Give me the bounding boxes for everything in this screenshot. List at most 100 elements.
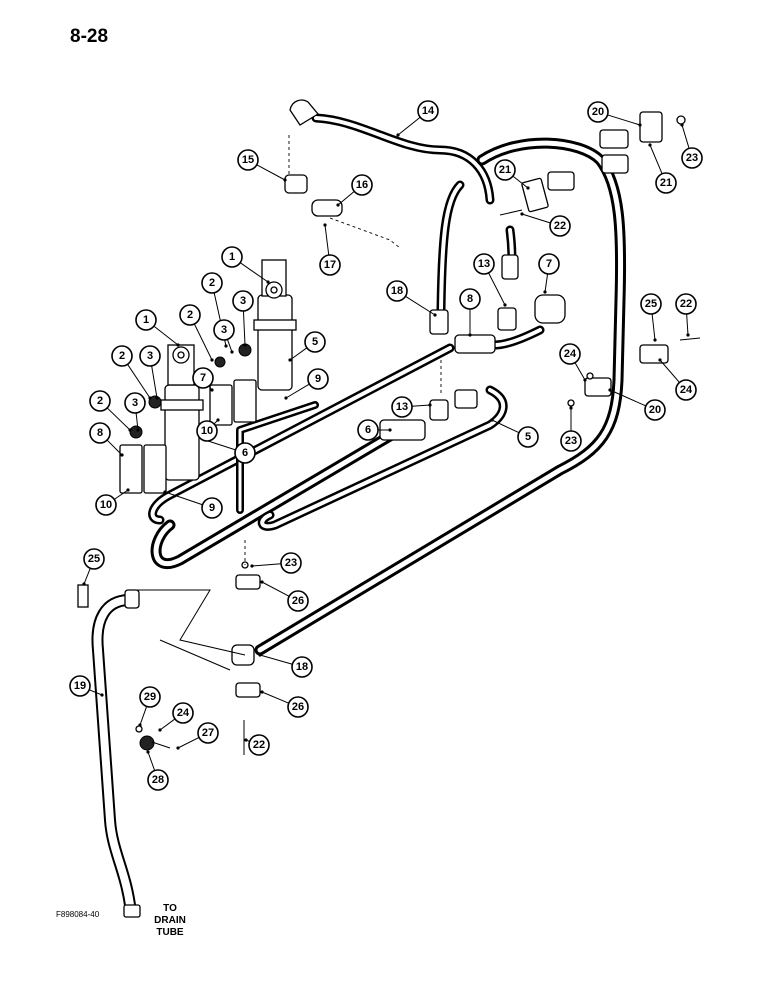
callout-leader-tip (608, 388, 612, 392)
callout-leader-tip (163, 490, 167, 494)
callout-5: 5 (490, 418, 539, 448)
callout-13: 13 (391, 396, 432, 418)
hardware (135, 115, 701, 755)
callout-number: 15 (242, 154, 254, 166)
callout-leader-tip (288, 358, 292, 362)
callout-leader-line (164, 491, 203, 506)
callout-leader-tip (638, 123, 642, 127)
callout-number: 13 (478, 258, 490, 270)
callout-circle (391, 396, 413, 418)
callout-2: 2 (201, 272, 228, 348)
callout-number: 25 (645, 298, 657, 310)
callout-circle (517, 426, 539, 448)
callout-number: 20 (649, 404, 661, 416)
callout-2: 2 (111, 345, 152, 400)
callout-leader-tip (176, 746, 180, 750)
callout-number: 6 (365, 424, 371, 436)
hose-long-1 (148, 343, 455, 525)
callout-13: 13 (473, 253, 507, 307)
callout-21: 21 (494, 159, 530, 190)
callout-20: 20 (608, 388, 666, 421)
callout-leader-tip (526, 186, 530, 190)
callout-28: 28 (146, 750, 169, 791)
callout-leader-line (151, 365, 158, 399)
callout-number: 14 (422, 105, 435, 117)
callout-number: 23 (285, 557, 297, 569)
callout-leader-tip (260, 690, 264, 694)
callout-number: 9 (209, 502, 215, 514)
callout-leader-tip (283, 178, 287, 182)
callout-number: 3 (147, 350, 153, 362)
callout-leader-line (686, 313, 689, 336)
callout-number: 1 (143, 314, 149, 326)
callout-circle (111, 345, 133, 367)
callout-leader-tip (224, 344, 228, 348)
callout-leader-tip (126, 488, 130, 492)
hose-long-2 (490, 325, 545, 350)
callout-circle (655, 172, 677, 194)
hose-18-loop (254, 137, 627, 656)
callout-7: 7 (192, 367, 214, 392)
callout-leader-line (521, 213, 551, 224)
callout-leader-tip (468, 333, 472, 337)
callout-circle (304, 331, 326, 353)
callout-leader-tip (100, 693, 104, 697)
callout-circle (644, 399, 666, 421)
callout-circle (549, 215, 571, 237)
callout-6: 6 (357, 419, 392, 441)
callout-leader-tip (176, 343, 180, 347)
callout-circle (139, 345, 161, 367)
callout-leader-tip (216, 418, 220, 422)
callout-number: 25 (88, 553, 100, 565)
callout-leader-line (574, 362, 586, 381)
callout-26: 26 (260, 580, 309, 612)
callout-leader-tip (230, 350, 234, 354)
valve-blocks (119, 343, 257, 494)
callout-leader-line (226, 339, 233, 353)
callout-leader-tip (490, 418, 494, 422)
callout-leader-tip (658, 358, 662, 362)
callout-circle (192, 367, 214, 389)
callout-3: 3 (124, 392, 146, 432)
callout-leader-line (204, 439, 236, 451)
callout-leader-tip (210, 358, 214, 362)
callout-leader-tip (138, 723, 142, 727)
callout-leader-tip (433, 313, 437, 317)
callout-circle (473, 253, 495, 275)
hose-5 (257, 385, 508, 531)
callout-circle (201, 272, 223, 294)
callout-number: 2 (97, 395, 103, 407)
callout-number: 29 (144, 691, 156, 703)
callout-27: 27 (176, 722, 219, 750)
callout-leader-line (289, 347, 308, 361)
hose-18-upper (436, 180, 465, 315)
callout-number: 3 (132, 397, 138, 409)
callout-7: 7 (538, 253, 560, 294)
callout-circle (417, 100, 439, 122)
callout-circle (675, 293, 697, 315)
callout-leader-tip (396, 133, 400, 137)
callout-leader-line (177, 737, 200, 749)
callout-circle (196, 420, 218, 442)
callout-5: 5 (288, 331, 326, 362)
callout-number: 18 (391, 285, 403, 297)
callout-leader-line (651, 313, 656, 341)
callout-leader-line (193, 323, 213, 361)
callout-leader-tip (128, 428, 132, 432)
callout-19: 19 (69, 675, 104, 697)
callout-leader-tip (520, 212, 524, 216)
callout-number: 8 (97, 427, 103, 439)
callout-leader-line (544, 273, 549, 293)
callout-circle (291, 656, 313, 678)
callout-number: 24 (177, 707, 190, 719)
cylinder-right (253, 259, 297, 391)
callout-number: 22 (253, 739, 265, 751)
callout-24: 24 (658, 358, 697, 401)
callout-number: 21 (499, 164, 511, 176)
callout-leader-line (261, 691, 289, 704)
callout-number: 26 (292, 595, 304, 607)
callout-leader-line (113, 489, 129, 500)
callout-18: 18 (258, 653, 313, 678)
callout-leader-line (147, 751, 156, 771)
